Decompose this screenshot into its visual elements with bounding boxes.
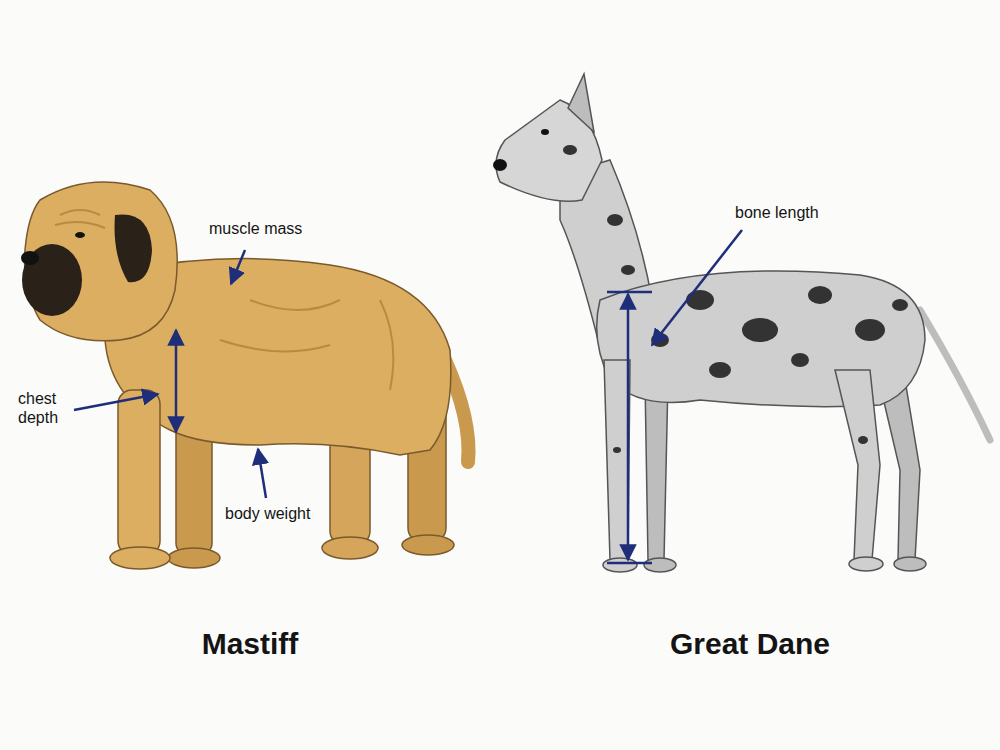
mastiff-figure <box>21 182 469 569</box>
leader-lines <box>74 230 742 563</box>
part-label: bone length <box>735 203 819 222</box>
breed-caption: Great Dane <box>670 626 830 662</box>
part-label: muscle mass <box>209 219 302 238</box>
great-dane-figure <box>493 74 990 572</box>
part-label: body weight <box>225 504 310 523</box>
breed-caption: Mastiff <box>202 626 299 662</box>
part-label: chest depth <box>18 389 76 427</box>
